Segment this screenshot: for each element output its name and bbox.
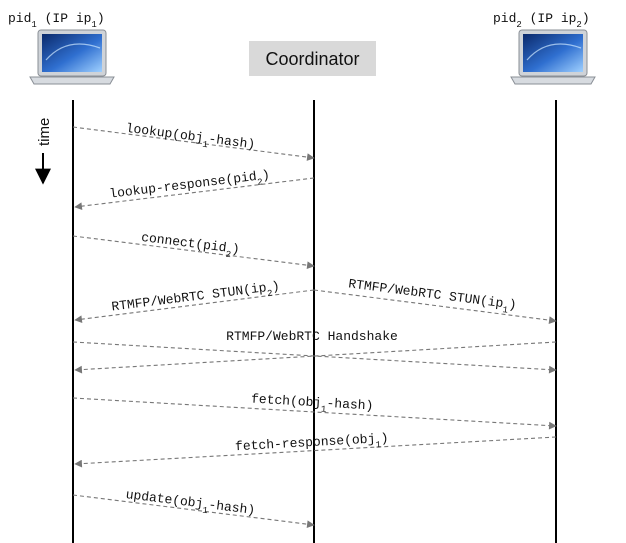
- message: fetch(obj1-hash): [72, 391, 557, 430]
- message: lookup-response(pid2): [74, 167, 315, 210]
- message-label: RTMFP/WebRTC STUN(ip2): [111, 279, 281, 319]
- laptop-icon: [510, 29, 596, 85]
- coordinator-label: Coordinator: [265, 49, 359, 69]
- message-arrow: [74, 289, 315, 323]
- message: update(obj1-hash): [72, 487, 315, 528]
- message-arrow: [74, 177, 315, 210]
- laptop-icon: [29, 29, 115, 85]
- message-arrow: [72, 126, 315, 161]
- message: fetch-response(obj1): [74, 431, 557, 468]
- message: connect(pid2): [72, 230, 315, 269]
- message-arrow: [74, 436, 557, 468]
- message-arrow: [72, 235, 315, 269]
- message-label: fetch(obj1-hash): [250, 391, 373, 417]
- peer2-label: pid2 (IP ip2): [493, 11, 590, 30]
- message: RTMFP/WebRTC STUN(ip2): [74, 279, 315, 323]
- message-arrow: [74, 341, 557, 374]
- message-label: RTMFP/WebRTC Handshake: [226, 329, 398, 344]
- message: RTMFP/WebRTC Handshake: [72, 329, 557, 374]
- message-label: update(obj1-hash): [124, 487, 256, 522]
- time-label: time: [36, 118, 53, 146]
- coordinator-node: Coordinator: [249, 41, 376, 76]
- message: lookup(obj1-hash): [72, 121, 315, 161]
- message-label: connect(pid2): [140, 230, 241, 261]
- message-label: lookup(obj1-hash): [124, 121, 256, 156]
- message-arrow: [72, 397, 557, 430]
- message-arrow: [313, 289, 557, 324]
- message-label: fetch-response(obj1): [235, 431, 389, 459]
- message-arrow: [72, 494, 315, 528]
- peer1-label: pid1 (IP ip1): [8, 11, 105, 30]
- time-axis: time: [35, 118, 53, 185]
- message: RTMFP/WebRTC STUN(ip1): [313, 276, 557, 324]
- message-label: RTMFP/WebRTC STUN(ip1): [347, 276, 517, 316]
